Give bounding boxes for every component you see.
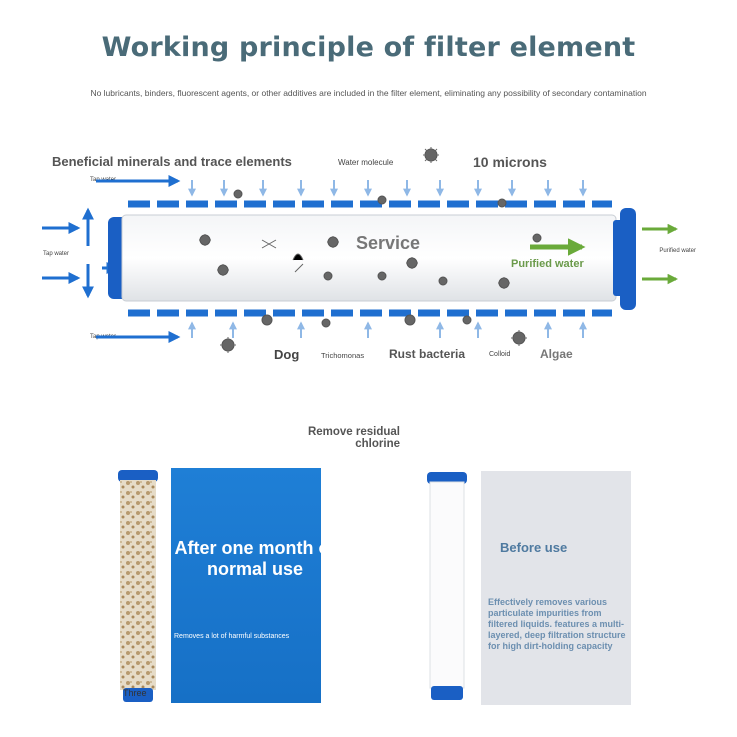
filter-diagram <box>42 147 679 353</box>
before-use-description: Effectively removes various particulate … <box>488 597 626 651</box>
germ-icon <box>462 315 472 325</box>
before-use-title: Before use <box>500 540 568 555</box>
label-algae: Algae <box>540 347 573 361</box>
germ-icon <box>532 233 542 243</box>
label-beneficial-minerals: Beneficial minerals and trace elements <box>52 154 292 169</box>
germ-icon <box>261 314 273 326</box>
germ-icon <box>497 198 507 208</box>
cartridge-right-cap <box>620 208 636 310</box>
germ-icon <box>233 189 243 199</box>
after-use-note: Removes a lot of harmful substances <box>174 633 290 640</box>
page-title: Working principle of filter element <box>101 32 636 63</box>
inflow-arrows-bottom <box>188 321 587 338</box>
label-tap-water-left: Tap water <box>43 251 70 257</box>
label-three: Three <box>123 688 147 698</box>
label-purified-water-out: Purified water <box>659 248 696 254</box>
label-water-molecule: Water molecule <box>338 158 394 167</box>
inflow-arrows-top <box>188 180 587 197</box>
label-service: Service <box>356 233 421 253</box>
label-dog: Dog <box>274 347 300 362</box>
germ-icon <box>404 314 416 326</box>
used-cartridge <box>118 470 158 702</box>
label-10-microns: 10 microns <box>473 154 547 170</box>
label-colloid: Colloid <box>489 351 511 358</box>
before-use-panel: Before use Effectively removes various p… <box>481 471 631 705</box>
label-trichomonas: Trichomonas <box>321 351 365 360</box>
new-cartridge <box>427 472 467 700</box>
after-use-title: After one month of normal use <box>174 538 336 579</box>
germ-icon <box>438 276 448 286</box>
page-subtitle: No lubricants, binders, fluorescent agen… <box>90 88 647 98</box>
germ-spikes <box>199 147 527 353</box>
germ-icon <box>377 271 387 281</box>
label-rust-bacteria: Rust bacteria <box>389 347 466 361</box>
after-use-panel: After one month of normal use Removes a … <box>171 468 335 703</box>
germ-icon <box>323 271 333 281</box>
label-purified-water: Purified water <box>511 258 584 270</box>
germ-icon <box>321 318 331 328</box>
label-remove-chlorine: Remove residual chlorine <box>307 426 400 450</box>
germ-icon <box>377 195 387 205</box>
